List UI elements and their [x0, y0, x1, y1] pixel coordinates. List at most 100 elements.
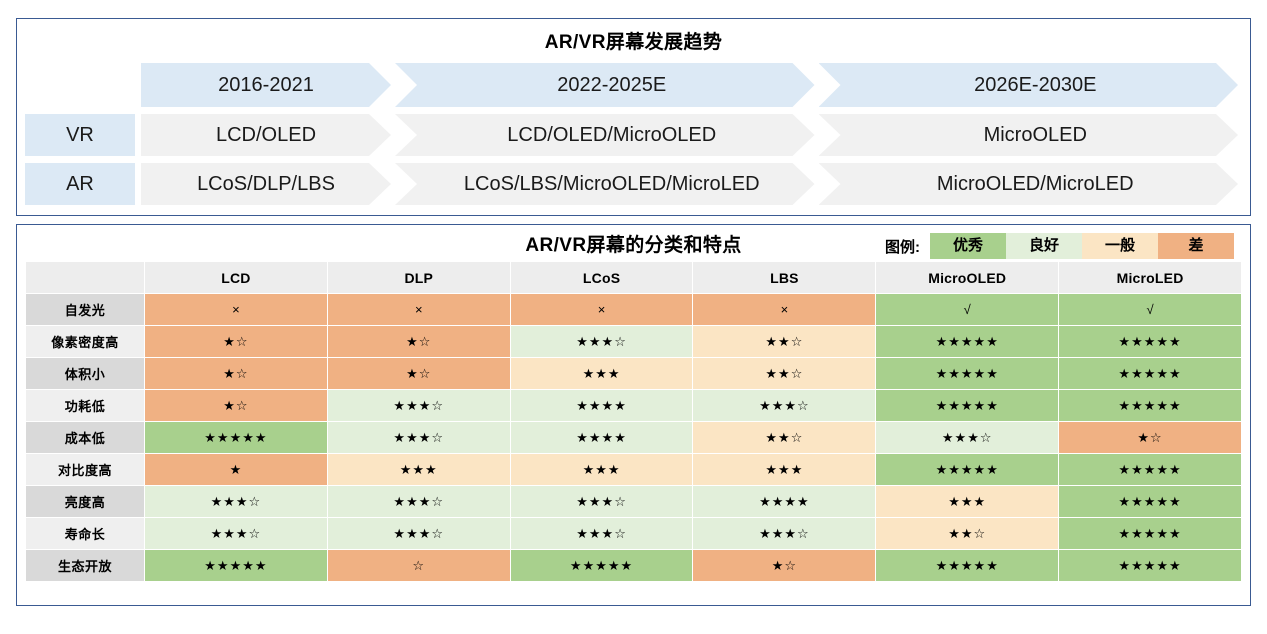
table-row: 亮度高★★★☆★★★☆★★★☆★★★★★★★★★★★★ [26, 486, 1241, 517]
trend-row-ar: LCoS/DLP/LBS LCoS/LBS/MicroOLED/MicroLED… [141, 163, 1242, 205]
matrix-row-label: 对比度高 [26, 454, 144, 485]
trend-vr-cell-2: MicroOLED [819, 114, 1239, 156]
trend-corner-cell [25, 63, 135, 107]
legend-item-fair: 一般 [1082, 233, 1158, 259]
trend-ar-cell-1: LCoS/LBS/MicroOLED/MicroLED [395, 163, 815, 205]
matrix-cell: √ [876, 294, 1059, 325]
matrix-col-head-dlp: DLP [327, 262, 510, 293]
matrix-cell: × [510, 294, 693, 325]
matrix-cell: ★★★ [693, 454, 876, 485]
matrix-cell: ★★★★ [510, 390, 693, 421]
matrix-cell: ★☆ [1059, 422, 1241, 453]
matrix-cell: ★★★★★ [1059, 326, 1241, 357]
matrix-cell: ★★☆ [693, 422, 876, 453]
matrix-cell: ★★★★★ [1059, 454, 1241, 485]
matrix-cell: ★★★★★ [876, 390, 1059, 421]
matrix-cell: ★★★★★ [145, 550, 327, 581]
matrix-cell: ★★★★★ [1059, 518, 1241, 549]
table-row: 生态开放★★★★★☆★★★★★★☆★★★★★★★★★★ [26, 550, 1241, 581]
matrix-col-head-lbs: LBS [693, 262, 876, 293]
matrix-cell: ★★★ [510, 358, 693, 389]
matrix-cell: ★★★☆ [327, 518, 510, 549]
matrix-cell: ★★★☆ [693, 390, 876, 421]
trend-ar-cell-0: LCoS/DLP/LBS [141, 163, 391, 205]
table-row: 像素密度高★☆★☆★★★☆★★☆★★★★★★★★★★ [26, 326, 1241, 357]
matrix-row-label: 功耗低 [26, 390, 144, 421]
matrix-cell: ★★★ [510, 454, 693, 485]
matrix-row-label: 自发光 [26, 294, 144, 325]
trend-vr-cell-1: LCD/OLED/MicroOLED [395, 114, 815, 156]
matrix-cell: ★★★☆ [693, 518, 876, 549]
matrix-cell: × [693, 294, 876, 325]
table-row: 自发光××××√√ [26, 294, 1241, 325]
matrix-col-head-microled: MicroLED [1059, 262, 1241, 293]
table-row: 成本低★★★★★★★★☆★★★★★★☆★★★☆★☆ [26, 422, 1241, 453]
matrix-cell: ★★☆ [693, 326, 876, 357]
matrix-cell: ★★★★★ [1059, 486, 1241, 517]
table-row: 功耗低★☆★★★☆★★★★★★★☆★★★★★★★★★★ [26, 390, 1241, 421]
trend-row-label-ar: AR [25, 163, 135, 205]
matrix-cell: ★★★☆ [510, 486, 693, 517]
matrix-cell: ☆ [327, 550, 510, 581]
matrix-cell: ★★★☆ [327, 486, 510, 517]
trend-grid: 2016-2021 2022-2025E 2026E-2030E VR LCD/… [25, 63, 1242, 205]
matrix-cell: ★☆ [327, 358, 510, 389]
matrix-cell: ★★★★★ [1059, 390, 1241, 421]
matrix-cell: ★★★☆ [327, 422, 510, 453]
matrix-cell: ★★★★★ [876, 326, 1059, 357]
matrix-cell: ★★★★★ [1059, 358, 1241, 389]
matrix-col-head-microoled: MicroOLED [876, 262, 1059, 293]
table-row: 对比度高★★★★★★★★★★★★★★★★★★★★ [26, 454, 1241, 485]
trend-panel: AR/VR屏幕发展趋势 2016-2021 2022-2025E 2026E-2… [16, 18, 1251, 216]
trend-period-2: 2026E-2030E [819, 63, 1239, 107]
matrix-cell: ★★★★★ [1059, 550, 1241, 581]
table-row: 体积小★☆★☆★★★★★☆★★★★★★★★★★ [26, 358, 1241, 389]
matrix-cell: ★★★★★ [876, 550, 1059, 581]
matrix-cell: ★☆ [327, 326, 510, 357]
matrix-cell: ★★★★ [693, 486, 876, 517]
table-row: 寿命长★★★☆★★★☆★★★☆★★★☆★★☆★★★★★ [26, 518, 1241, 549]
matrix-row-label: 体积小 [26, 358, 144, 389]
matrix-cell: ★☆ [145, 390, 327, 421]
trend-panel-title: AR/VR屏幕发展趋势 [544, 32, 723, 53]
trend-period-0: 2016-2021 [141, 63, 391, 107]
matrix-cell: ★★★ [327, 454, 510, 485]
matrix-cell: ★★☆ [693, 358, 876, 389]
matrix-cell: √ [1059, 294, 1241, 325]
matrix-row-label: 成本低 [26, 422, 144, 453]
matrix-cell: ★★★☆ [510, 518, 693, 549]
matrix-cell: ★★★★ [510, 422, 693, 453]
matrix-cell: ★☆ [145, 358, 327, 389]
legend-item-poor: 差 [1158, 233, 1234, 259]
matrix-header: AR/VR屏幕的分类和特点 图例: 优秀 良好 一般 差 [25, 231, 1242, 261]
matrix-row-label: 像素密度高 [26, 326, 144, 357]
matrix-cell: ★★★☆ [145, 518, 327, 549]
trend-vr-cell-0: LCD/OLED [141, 114, 391, 156]
matrix-cell: ★ [145, 454, 327, 485]
trend-period-row: 2016-2021 2022-2025E 2026E-2030E [141, 63, 1242, 107]
legend-item-excellent: 优秀 [930, 233, 1006, 259]
matrix-cell: ★★★☆ [510, 326, 693, 357]
matrix-row-label: 生态开放 [26, 550, 144, 581]
matrix-cell: ★★☆ [876, 518, 1059, 549]
matrix-cell: × [327, 294, 510, 325]
matrix-cell: ★★★☆ [327, 390, 510, 421]
legend-item-good: 良好 [1006, 233, 1082, 259]
matrix-col-head-lcd: LCD [145, 262, 327, 293]
matrix-cell: ★★★★★ [145, 422, 327, 453]
matrix-tbody: 自发光××××√√像素密度高★☆★☆★★★☆★★☆★★★★★★★★★★体积小★☆… [26, 294, 1241, 581]
matrix-row-label: 寿命长 [26, 518, 144, 549]
matrix-cell: ★★★☆ [145, 486, 327, 517]
matrix-cell: ★★★★★ [876, 454, 1059, 485]
trend-period-1: 2022-2025E [395, 63, 815, 107]
trend-ar-cell-2: MicroOLED/MicroLED [819, 163, 1239, 205]
matrix-cell: ★☆ [145, 326, 327, 357]
matrix-cell: ★★★ [876, 486, 1059, 517]
matrix-corner-cell [26, 262, 144, 293]
matrix-cell: ★☆ [693, 550, 876, 581]
